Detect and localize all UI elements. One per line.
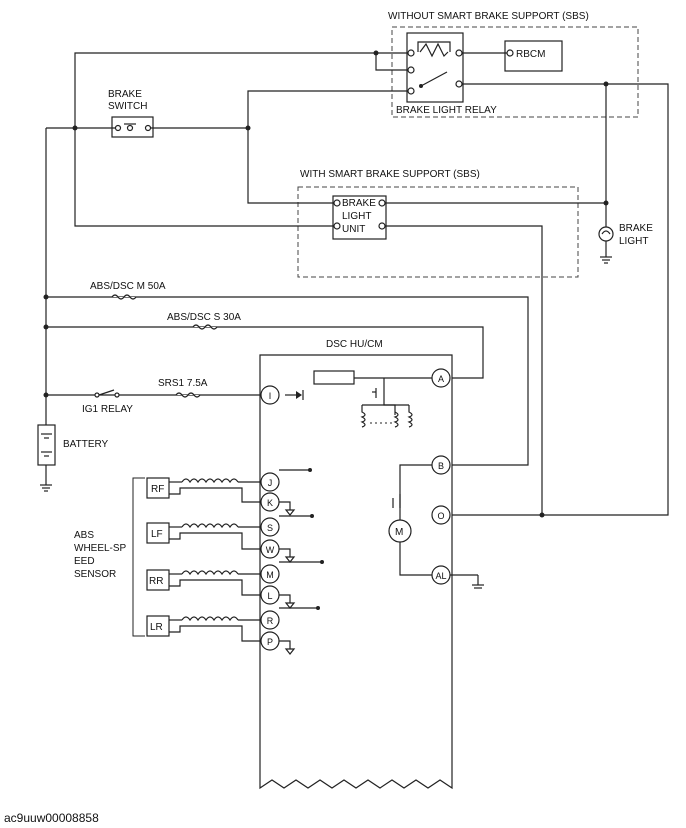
- svg-text:LF: LF: [151, 529, 163, 540]
- brake-light-unit-label-1: BRAKE: [342, 198, 376, 209]
- brake-light-unit-label-3: UNIT: [342, 224, 365, 235]
- svg-text:J: J: [268, 478, 273, 488]
- sensor-lf: LF S W: [146, 514, 314, 563]
- svg-text:RF: RF: [151, 484, 164, 495]
- battery-symbol: BATTERY: [37, 424, 109, 492]
- brake-switch: BRAKE SWITCH: [108, 89, 154, 138]
- footer-image-id: ac9uuw00008858: [4, 811, 99, 825]
- dsc-hu-cm-label: DSC HU/CM: [326, 339, 383, 350]
- wire-abs-dsc-s: [46, 326, 484, 379]
- fuse-abs-dsc-s-label: ABS/DSC S 30A: [167, 312, 241, 323]
- diode-symbol: [296, 391, 302, 399]
- without-sbs-enclosure: [391, 26, 639, 118]
- svg-text:R: R: [267, 616, 274, 626]
- svg-text:L: L: [267, 591, 272, 601]
- brake-light-label-1: BRAKE: [619, 223, 653, 234]
- brake-light-label-2: LIGHT: [619, 236, 648, 247]
- ig1-relay-switch: [98, 389, 115, 396]
- svg-text:M: M: [266, 570, 274, 580]
- svg-text:W: W: [266, 545, 275, 555]
- sensor-rr: RR M L: [146, 560, 324, 609]
- with-sbs-enclosure: [297, 186, 579, 278]
- brake-light-relay-label: BRAKE LIGHT RELAY: [396, 105, 497, 116]
- sensor-label-3: EED: [74, 556, 95, 567]
- terminal-al: [431, 565, 451, 585]
- svg-text:S: S: [267, 523, 273, 533]
- svg-text:O: O: [437, 511, 444, 521]
- without-sbs-label: WITHOUT SMART BRAKE SUPPORT (SBS): [388, 11, 589, 22]
- ig1-relay-label: IG1 RELAY: [82, 404, 133, 415]
- wire-relay-output: [448, 83, 669, 516]
- motor-label: M: [395, 527, 403, 538]
- wire-unit-to-o: [385, 225, 543, 515]
- rbcm-module: RBCM: [504, 40, 563, 72]
- svg-text:K: K: [267, 498, 273, 508]
- svg-text:LR: LR: [150, 622, 163, 633]
- solenoid-coil-2: [393, 411, 399, 428]
- brake-light-lamp: BRAKE LIGHT: [598, 223, 653, 264]
- svg-text:RR: RR: [149, 576, 163, 587]
- relay-coil-symbol: [419, 42, 449, 58]
- sensor-label-2: WHEEL-SP: [74, 543, 127, 554]
- internal-resistor: [313, 370, 355, 385]
- terminal-i: [260, 385, 280, 405]
- wire-switch-relay: [247, 90, 408, 128]
- sensor-label-4: SENSOR: [74, 569, 116, 580]
- terminal-b: [431, 455, 451, 475]
- svg-text:AL: AL: [435, 571, 446, 581]
- relay-contact-symbol: [420, 71, 448, 87]
- terminal-o: [431, 505, 451, 525]
- terminal-j: [260, 472, 280, 492]
- fuse-srs1-label: SRS1 7.5A: [158, 378, 208, 389]
- brake-switch-label-2: SWITCH: [108, 101, 147, 112]
- brake-light-unit: BRAKE LIGHT UNIT: [332, 195, 387, 240]
- svg-text:B: B: [438, 461, 444, 471]
- battery-label: BATTERY: [63, 439, 109, 450]
- dsc-hu-cm-unit: [259, 354, 453, 790]
- wire-top-feed: [74, 52, 408, 128]
- svg-text:I: I: [269, 391, 272, 401]
- brake-light-unit-label-2: LIGHT: [342, 211, 371, 222]
- sensor-label-1: ABS: [74, 530, 94, 541]
- wire-switch-unit: [247, 128, 334, 204]
- sensor-bracket: [132, 477, 145, 637]
- sensor-lr: LR R P: [146, 606, 320, 655]
- terminal-r: [260, 610, 280, 630]
- terminal-m: [260, 564, 280, 584]
- solenoid-coil-3: [407, 405, 413, 428]
- brake-light-relay: BRAKE LIGHT RELAY: [396, 32, 497, 116]
- terminal-s: [260, 517, 280, 537]
- sensor-rf: RF J K: [146, 468, 312, 516]
- svg-text:A: A: [438, 374, 444, 384]
- solenoid-coil-1: [360, 405, 366, 428]
- brake-switch-label-1: BRAKE: [108, 89, 142, 100]
- with-sbs-label: WITH SMART BRAKE SUPPORT (SBS): [300, 169, 480, 180]
- wire-abs-dsc-m: [46, 296, 529, 466]
- wire-unit-feed: [74, 128, 334, 227]
- fuse-abs-dsc-m-label: ABS/DSC M 50A: [90, 281, 166, 292]
- rbcm-label: RBCM: [516, 49, 545, 60]
- terminal-a: [431, 368, 451, 388]
- svg-text:P: P: [267, 637, 273, 647]
